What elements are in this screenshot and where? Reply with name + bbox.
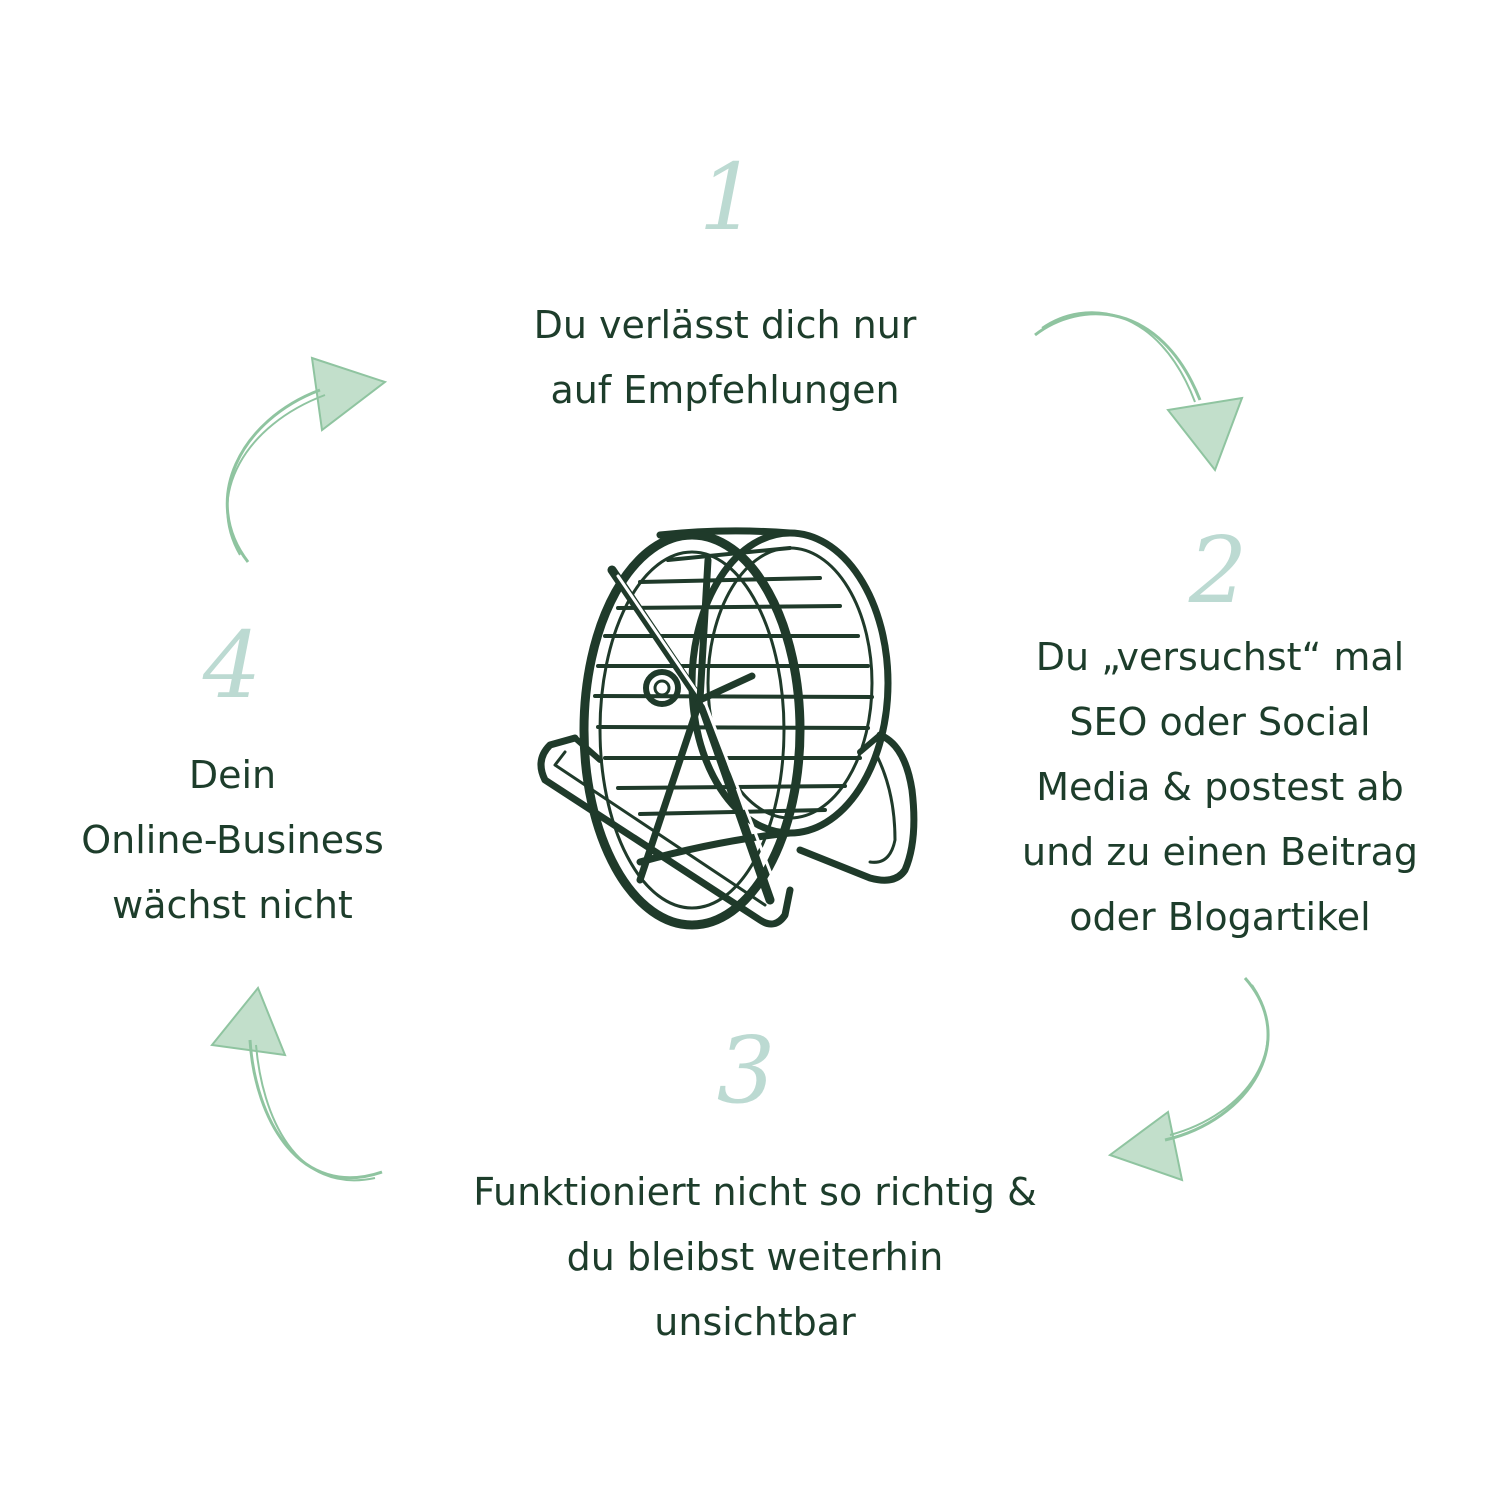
arrow-3-to-4 (210, 986, 383, 1182)
step-1-text: Du verlässt dich nur auf Empfehlungen (475, 293, 975, 423)
step-1-line: Du verlässt dich nur (533, 303, 917, 347)
arrow-2-to-3 (1107, 977, 1270, 1182)
step-3-line: unsichtbar (654, 1300, 856, 1344)
step-2-text: Du „versuchst“ mal SEO oder Social Media… (990, 625, 1450, 950)
step-3-line: du bleibst weiterhin (566, 1235, 944, 1279)
step-3-text: Funktioniert nicht so richtig & du bleib… (420, 1160, 1090, 1355)
step-4-text: Dein Online-Business wächst nicht (40, 743, 425, 938)
step-4-line: Dein (188, 753, 277, 797)
arrow-1-to-2 (1034, 311, 1244, 473)
step-2-line: SEO oder Social (1069, 700, 1371, 744)
step-4-line: wächst nicht (112, 883, 353, 927)
step-2-line: Media & postest ab (1036, 765, 1404, 809)
step-2-line: oder Blogartikel (1069, 895, 1371, 939)
step-4-number: 4 (202, 612, 262, 719)
step-1-line: auf Empfehlungen (550, 368, 900, 412)
step-3-number: 3 (716, 1017, 776, 1124)
step-2-number: 2 (1188, 517, 1248, 624)
arrow-4-to-1 (225, 356, 388, 563)
step-1-number: 1 (698, 144, 758, 251)
step-2-line: Du „versuchst“ mal (1035, 635, 1405, 679)
step-3-line: Funktioniert nicht so richtig & (473, 1170, 1037, 1214)
step-4-line: Online-Business (81, 818, 384, 862)
step-2-line: und zu einen Beitrag (1022, 830, 1418, 874)
